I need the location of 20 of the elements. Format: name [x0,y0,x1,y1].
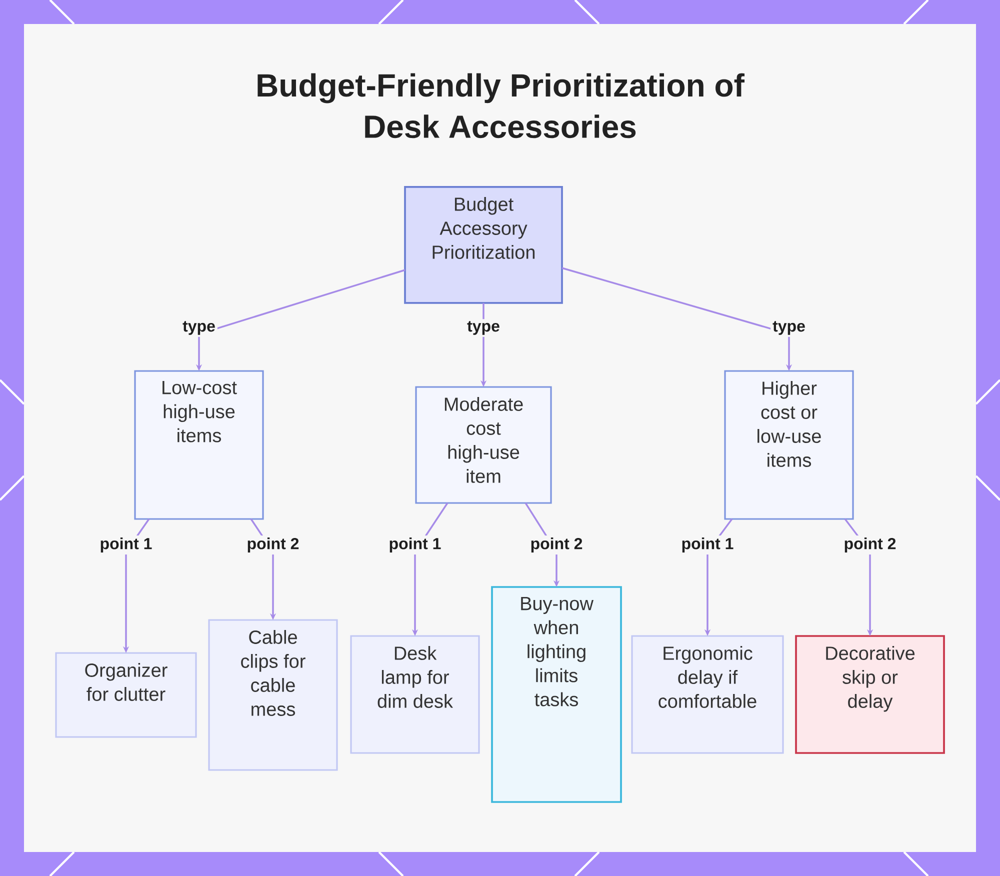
item-box: Ergonomic delay if comfortable [631,635,784,754]
edge-label: type [180,319,218,337]
category-box: Low-cost high-use items [134,370,264,520]
item-box: Decorative skip or delay [795,635,945,754]
edge-label: point 2 [244,536,302,554]
item-box: Desk lamp for dim desk [350,635,480,754]
edge-label: point 1 [98,536,154,554]
edge-label: type [465,319,502,337]
item-box: Organizer for clutter [55,652,197,738]
edge-label: point 1 [679,536,736,554]
edge-label: point 1 [386,536,444,554]
title: Budget-Friendly Prioritization of Desk Accessories [258,73,744,138]
edge-label: type [770,319,808,337]
category-box: Moderate cost high-use item [415,386,552,504]
item-box: Buy-now when lighting limits tasks [491,586,622,803]
topic-box: Budget Accessory Prioritization [404,186,563,304]
edge-label: point 2 [528,536,585,554]
category-box: Higher cost or low-use items [724,370,854,520]
edge-label: point 2 [842,536,898,554]
item-box: Cable clips for cable mess [208,619,338,771]
